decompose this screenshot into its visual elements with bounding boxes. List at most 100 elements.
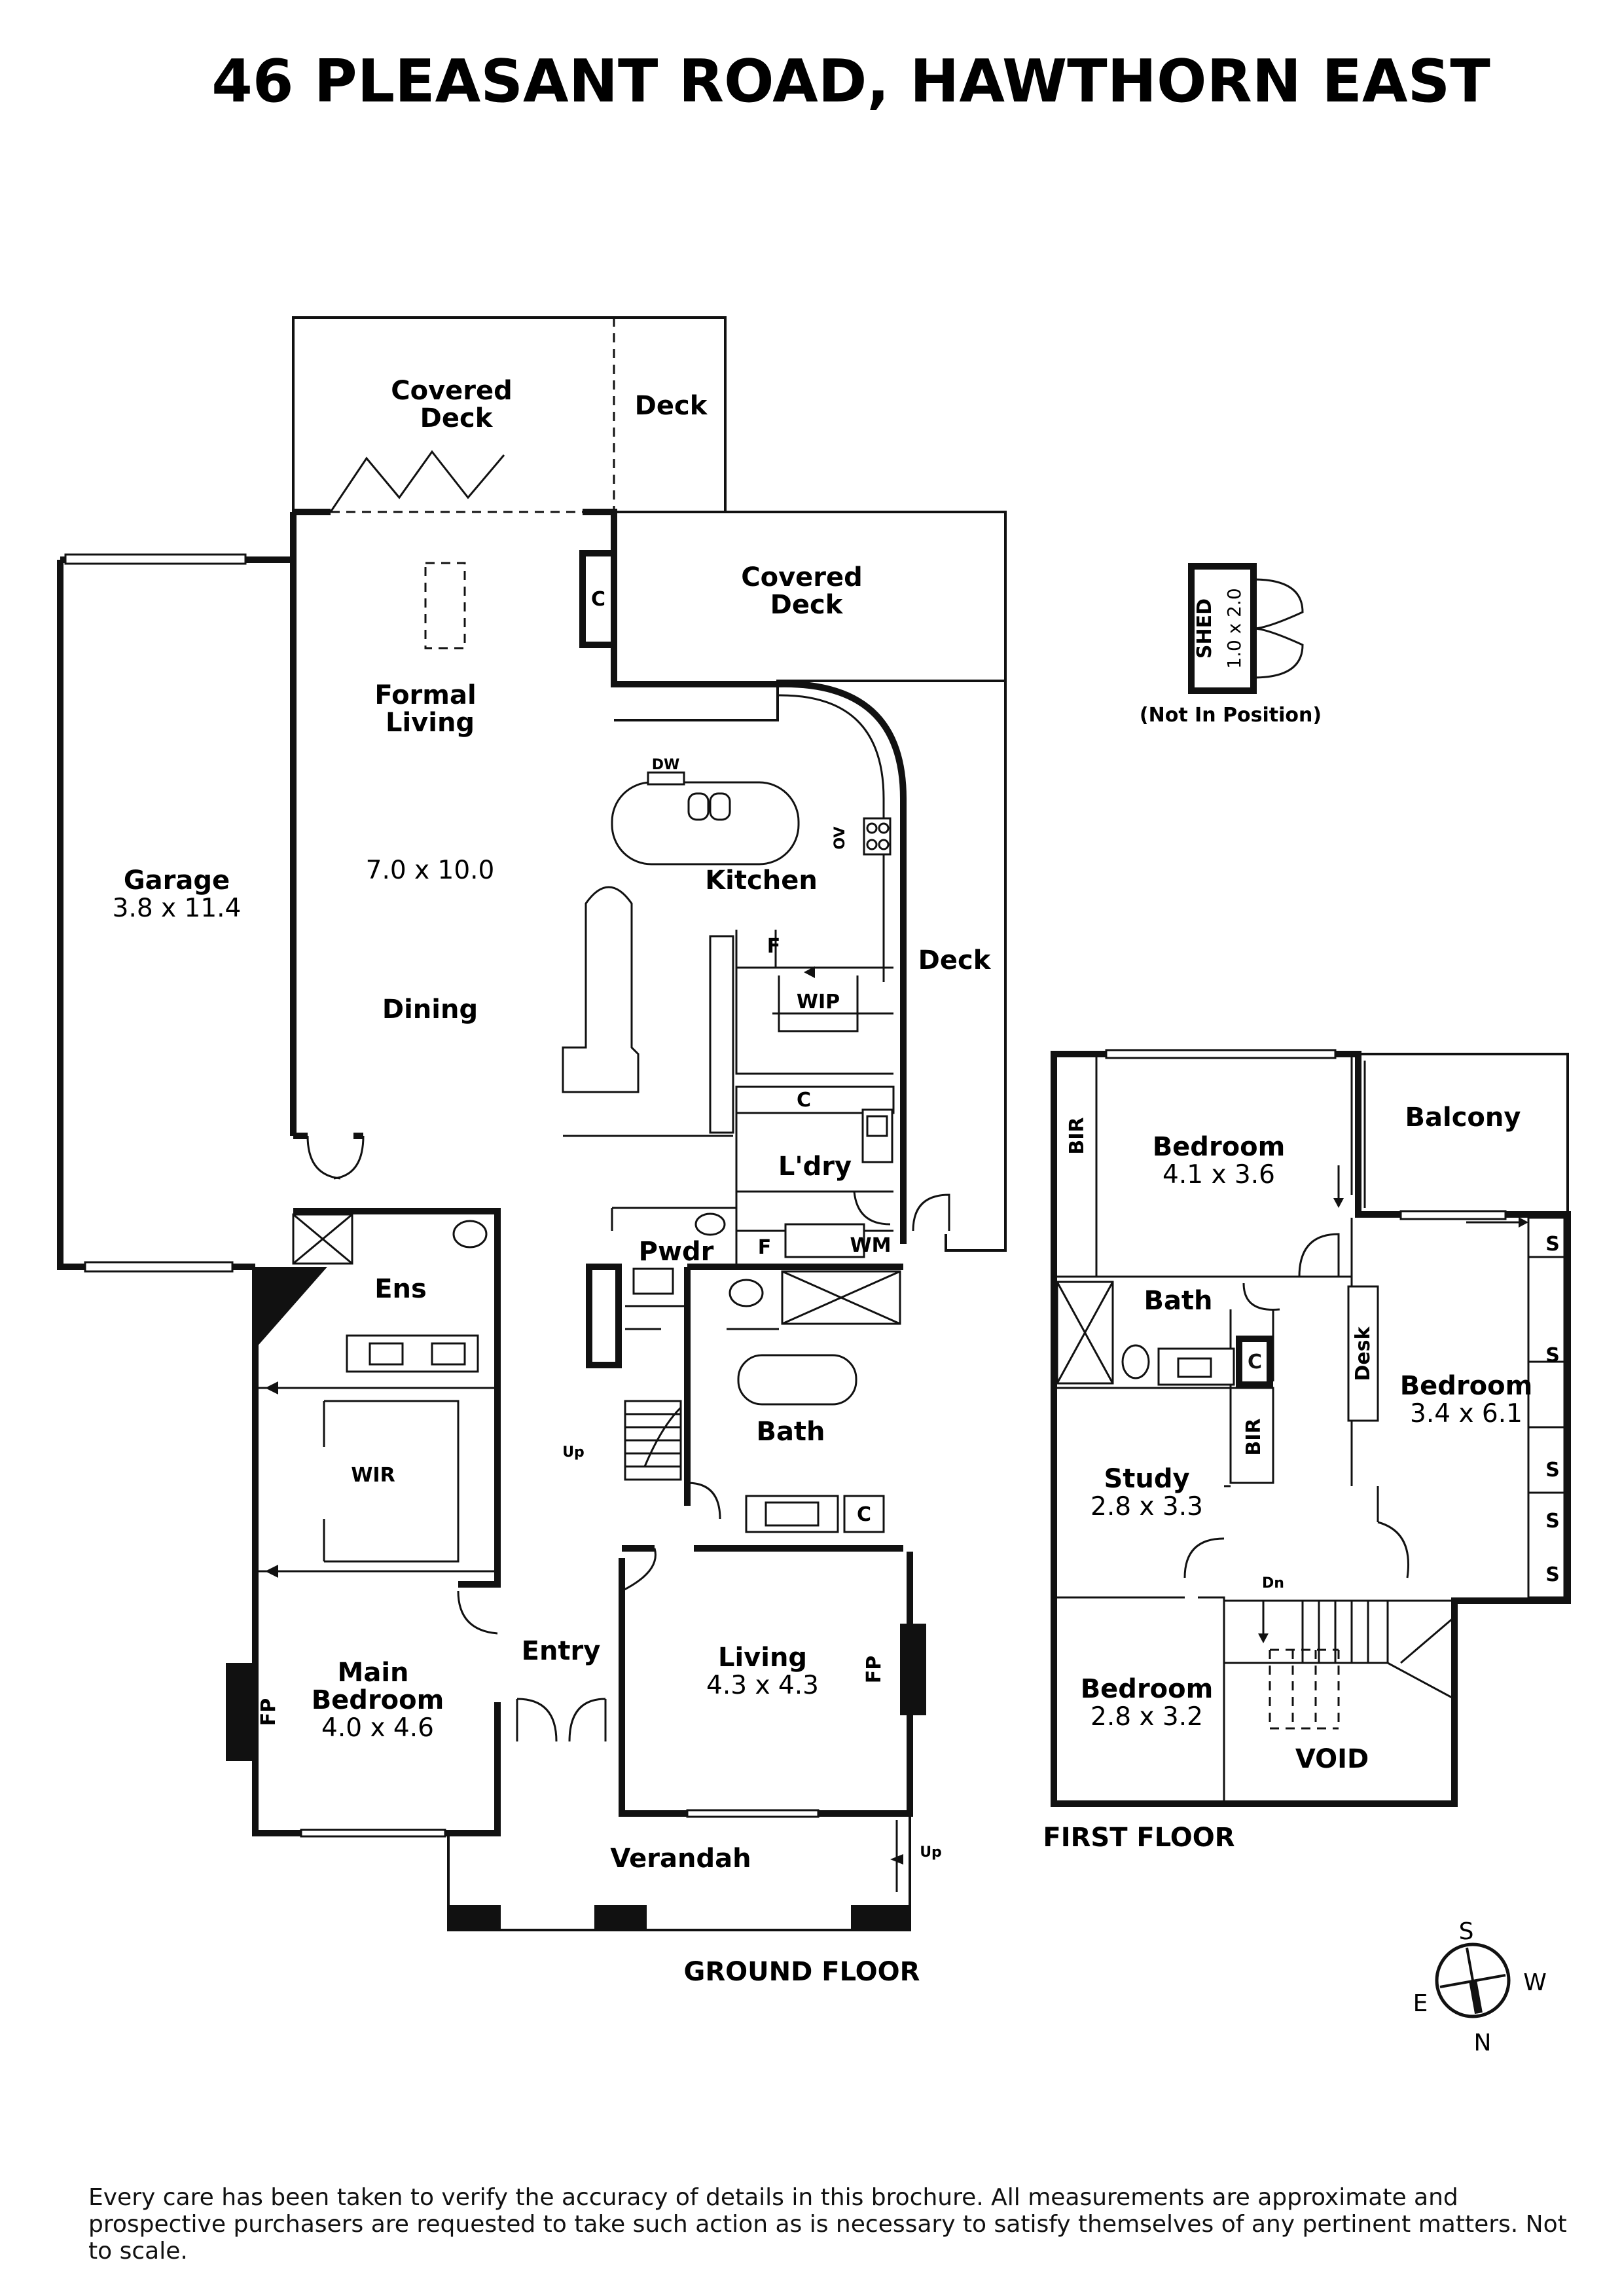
ff-balcony-label: Balcony bbox=[1405, 1102, 1521, 1133]
cupboard-bath-label: C bbox=[857, 1503, 871, 1526]
laundry-label: L'dry bbox=[778, 1152, 852, 1182]
ensuite-basin-right bbox=[431, 1342, 466, 1366]
dining-fireplace bbox=[562, 886, 640, 1093]
bifold-door-zigzag bbox=[329, 450, 505, 513]
study-walls bbox=[1054, 1485, 1231, 1804]
wir-label: WIR bbox=[351, 1464, 395, 1487]
ff-vanity-basin bbox=[1177, 1357, 1212, 1378]
ff-study-dimensions: 2.8 x 3.3 bbox=[1090, 1492, 1203, 1522]
ff-vanity bbox=[1157, 1347, 1235, 1386]
fridge-laundry-label: F bbox=[758, 1236, 772, 1259]
bath-vanity-basin bbox=[765, 1501, 820, 1527]
ff-bedroom1-label: Bedroom bbox=[1153, 1132, 1286, 1162]
ff-bir1-label: BIR bbox=[1066, 1117, 1089, 1154]
ff-bedroom3-dimensions: 2.8 x 3.2 bbox=[1090, 1702, 1203, 1732]
kitchen-island bbox=[611, 781, 800, 866]
powder-basin bbox=[632, 1267, 674, 1295]
ff-stairs bbox=[1224, 1599, 1389, 1664]
cupboard-kitchen-label: C bbox=[797, 1089, 811, 1112]
ff-study-label: Study bbox=[1104, 1464, 1189, 1494]
up-verandah-label: Up bbox=[920, 1844, 942, 1861]
covered-deck-top-label: Covered Deck bbox=[391, 376, 521, 433]
entry-door-swing bbox=[306, 1135, 341, 1180]
kitchen-curved-wall bbox=[777, 680, 907, 1244]
bedroom1-window bbox=[1105, 1049, 1337, 1059]
dishwasher bbox=[647, 771, 685, 786]
first-floor-plan: Bedroom 4.1 x 3.6 Balcony Bath Bedroom 3… bbox=[1043, 1049, 1571, 1853]
storage-block bbox=[586, 1264, 622, 1368]
entry-label: Entry bbox=[522, 1636, 601, 1666]
shed-door bbox=[1253, 578, 1304, 679]
fp-living-label: FP bbox=[863, 1656, 886, 1683]
verandah-post-2 bbox=[594, 1905, 647, 1930]
stair-turn bbox=[643, 1406, 682, 1467]
bath-cupboard bbox=[843, 1495, 885, 1533]
fp-bedroom-label: FP bbox=[257, 1698, 280, 1726]
verandah-post-3 bbox=[851, 1905, 910, 1930]
bedroom-fireplace bbox=[226, 1663, 255, 1761]
living-fireplace bbox=[900, 1624, 926, 1715]
kitchen-curved-inner bbox=[777, 694, 885, 982]
north-needle bbox=[1469, 1979, 1483, 2014]
side-door-swing bbox=[912, 1194, 950, 1231]
ff-bath-label: Bath bbox=[1144, 1286, 1212, 1316]
ff-s4-label: S bbox=[1545, 1510, 1560, 1533]
first-floor-outer-walls bbox=[1051, 1051, 1571, 1807]
dining-label: Dining bbox=[382, 994, 478, 1025]
ff-toilet bbox=[1121, 1344, 1150, 1379]
bath-door-swing bbox=[687, 1482, 721, 1520]
bedroom2-wardrobes bbox=[1527, 1216, 1566, 1599]
bath-walls bbox=[684, 1264, 903, 1506]
bath-toilet bbox=[729, 1279, 764, 1307]
wir-walls bbox=[255, 1387, 497, 1573]
ff-s1-label: S bbox=[1545, 1233, 1560, 1256]
ensuite-walls bbox=[293, 1133, 501, 1588]
ff-desk bbox=[1347, 1285, 1379, 1422]
verandah-label: Verandah bbox=[610, 1844, 751, 1874]
ensuite-toilet bbox=[452, 1220, 488, 1248]
living-window bbox=[686, 1809, 820, 1818]
fireplace-cupboard bbox=[579, 550, 617, 648]
sink-right bbox=[709, 792, 731, 821]
deck-side-line bbox=[614, 680, 1005, 721]
bath-label: Bath bbox=[756, 1417, 825, 1447]
covered-deck-top-outline bbox=[292, 316, 727, 512]
laundry-bench bbox=[784, 1223, 865, 1258]
compass-w: W bbox=[1523, 1969, 1547, 1996]
ff-bir-2 bbox=[1229, 1387, 1274, 1484]
study-door bbox=[1183, 1537, 1225, 1578]
bathtub bbox=[737, 1354, 857, 1406]
ff-s2-label: S bbox=[1545, 1344, 1560, 1367]
sink-left bbox=[687, 792, 710, 821]
ff-cupboard bbox=[1236, 1336, 1273, 1388]
ground-floor-heading: GROUND FLOOR bbox=[684, 1957, 920, 1987]
ensuite-corner-fill bbox=[255, 1267, 327, 1349]
laundry-walls bbox=[735, 1113, 893, 1267]
storage-label: S bbox=[594, 1305, 608, 1328]
garage-window-bottom bbox=[84, 1261, 234, 1273]
ff-bath-door bbox=[1242, 1283, 1280, 1311]
ff-cupboard-label: C bbox=[1248, 1351, 1262, 1374]
covered-deck-right-outline bbox=[614, 511, 1007, 1252]
bench-unit bbox=[709, 935, 734, 1134]
ff-bedroom3-label: Bedroom bbox=[1081, 1674, 1214, 1704]
powder-label: Pwdr bbox=[639, 1237, 714, 1267]
verandah-post-1 bbox=[448, 1905, 501, 1930]
ensuite-basin-left bbox=[369, 1342, 404, 1366]
shed: SHED 1.0 x 2.0 (Not In Position) bbox=[1140, 563, 1322, 727]
up-stairs-label: Up bbox=[562, 1444, 585, 1461]
disclaimer: Every care has been taken to verify the … bbox=[88, 2184, 1567, 2265]
balcony-outline bbox=[1358, 1053, 1569, 1214]
covered-deck-right-label: Covered Deck bbox=[741, 562, 871, 620]
ff-stair-turn bbox=[1387, 1599, 1456, 1701]
ground-floor-plan: Covered Deck Deck Covered Deck Formal Li… bbox=[57, 316, 1007, 1987]
living-dimensions: 4.3 x 4.3 bbox=[706, 1671, 819, 1700]
compass: S N E W bbox=[1413, 1918, 1547, 2056]
formal-living-label: Formal Living bbox=[374, 680, 485, 738]
bedroom2-window bbox=[1399, 1210, 1507, 1220]
compass-s: S bbox=[1459, 1918, 1474, 1945]
living-dining-dimensions: 7.0 x 10.0 bbox=[366, 856, 495, 885]
compass-e: E bbox=[1413, 1990, 1428, 2017]
ff-bir2-label: BIR bbox=[1242, 1418, 1265, 1455]
powder-toilet bbox=[694, 1212, 726, 1236]
